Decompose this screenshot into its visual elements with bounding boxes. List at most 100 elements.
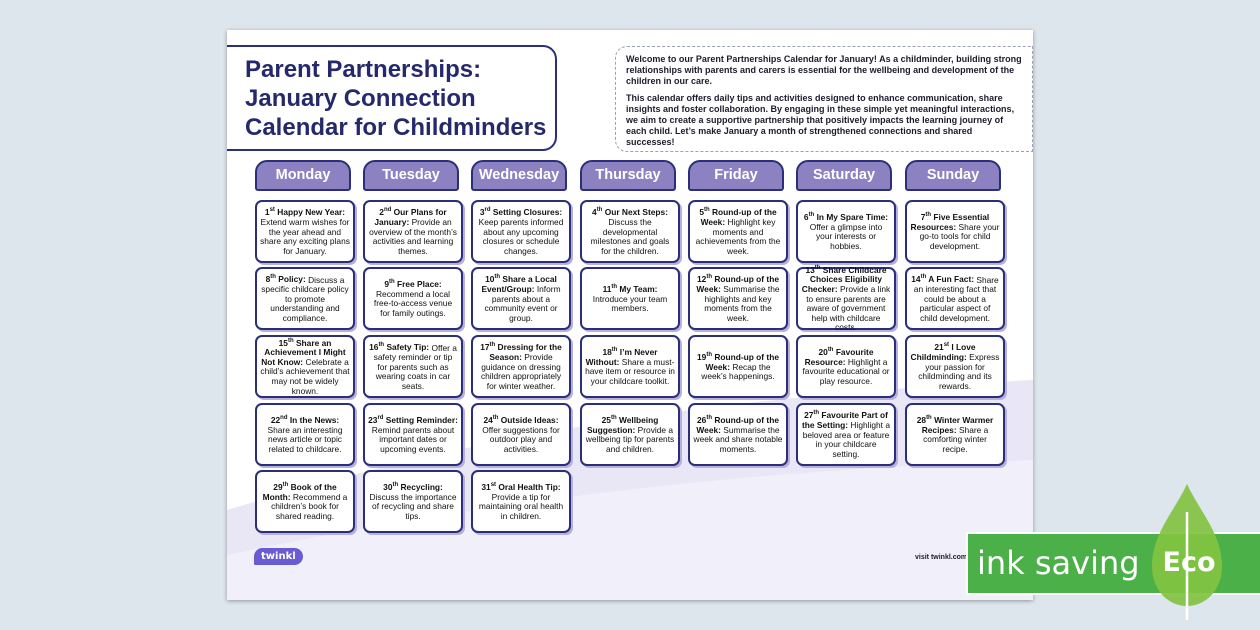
intro-paragraph-2: This calendar offers daily tips and acti… <box>626 92 1015 148</box>
day-number: 20 <box>818 347 828 358</box>
day-cell-24: 24th Outside Ideas: Offer suggestions fo… <box>471 403 571 466</box>
cell-heading: Share an Achievement I Might Not Know: <box>261 337 346 367</box>
cell-heading: Free Place: <box>396 279 442 290</box>
cell-body: Summarise the highlights and key moments… <box>704 284 780 323</box>
cell-heading: I’m Never Without: <box>585 347 658 367</box>
day-cell-10: 10th Share a Local Event/Group: Inform p… <box>471 267 571 330</box>
day-suffix: th <box>704 207 710 214</box>
visit-link[interactable]: visit twinkl.com <box>915 554 968 561</box>
ink-saving-label: ink saving <box>977 544 1140 582</box>
day-number: 10 <box>485 274 495 285</box>
title-line-1: Parent Partnerships: <box>245 56 482 83</box>
day-suffix: th <box>827 347 834 354</box>
day-suffix: th <box>494 274 501 281</box>
cell-body: Remind parents about important dates or … <box>371 424 455 454</box>
day-cell-25: 25th Wellbeing Suggestion: Provide a wel… <box>580 403 680 466</box>
day-cell-13: 13th Share Childcare Choices Eligibility… <box>796 264 896 332</box>
title-box: Parent Partnerships: January Connection … <box>227 45 557 151</box>
day-number: 17 <box>480 342 490 353</box>
day-suffix: th <box>611 347 618 354</box>
day-header-wednesday: Wednesday <box>471 160 567 191</box>
day-suffix: th <box>926 415 932 422</box>
cell-body: Provide guidance on dressing children ap… <box>480 352 562 391</box>
cell-heading: Dressing for the Season: <box>489 342 562 363</box>
day-number: 21 <box>934 342 944 353</box>
day-number: 22 <box>270 415 281 426</box>
day-cell-3: 3rd Setting Closures: Keep parents infor… <box>471 200 571 263</box>
day-number: 13 <box>805 264 815 275</box>
cell-heading: Happy New Year: <box>277 207 346 218</box>
day-cell-16: 16th Safety Tip: Offer a safety reminder… <box>363 335 463 398</box>
day-cell-27: 27th Favourite Part of the Setting: High… <box>796 403 896 466</box>
day-cell-12: 12th Round-up of the Week: Summarise the… <box>688 267 788 330</box>
cell-body: Express your passion for childminding an… <box>918 352 1000 391</box>
day-suffix: th <box>492 415 499 422</box>
day-number: 3 <box>479 207 485 218</box>
day-cell-5: 5th Round-up of the Week: Highlight key … <box>688 200 788 263</box>
cell-heading: Outside Ideas: <box>500 415 559 426</box>
day-number: 5 <box>699 207 704 218</box>
cell-body: Discuss the importance of recycling and … <box>369 491 457 521</box>
day-cell-17: 17th Dressing for the Season: Provide gu… <box>471 335 571 398</box>
cell-body: Extend warm wishes for the year ahead an… <box>260 217 350 256</box>
day-header-friday: Friday <box>688 160 784 191</box>
day-header-sunday: Sunday <box>905 160 1001 191</box>
day-cell-29: 29th Book of the Month: Recommend a chil… <box>255 470 355 533</box>
cell-heading: Our Next Steps: <box>604 207 668 218</box>
day-number: 8 <box>265 274 271 285</box>
day-header-saturday: Saturday <box>796 160 892 191</box>
cell-body: Celebrate a child’s achievement that may… <box>260 356 350 396</box>
day-cell-4: 4th Our Next Steps: Discuss the developm… <box>580 200 680 263</box>
cell-body: Recap the week’s happenings. <box>701 361 775 382</box>
cell-heading: Setting Reminder: <box>385 415 458 426</box>
cell-heading: Oral Health Tip: <box>498 482 561 493</box>
day-cell-30: 30th Recycling: Discuss the importance o… <box>363 470 463 533</box>
cell-heading: Our Plans for January: <box>374 207 447 228</box>
day-cell-8: 8th Policy: Discuss a specific childcare… <box>255 267 355 330</box>
cell-heading: Wellbeing Suggestion: <box>586 415 659 435</box>
cell-heading: Round-up of the Week: <box>696 415 779 435</box>
day-suffix: rd <box>484 207 491 214</box>
intro-box: Welcome to our Parent Partnerships Calen… <box>615 46 1033 152</box>
cell-body: Highlight a beloved area or feature in y… <box>802 420 890 459</box>
cell-body: Provide an overview of the month’s activ… <box>369 217 457 256</box>
title-line-2: January Connection <box>245 85 476 112</box>
day-number: 23 <box>368 415 378 426</box>
day-number: 2 <box>379 207 384 218</box>
day-number: 27 <box>804 410 814 421</box>
title-line-3: Calendar for Childminders <box>245 114 547 141</box>
day-number: 7 <box>920 212 926 223</box>
day-cell-21: 21st I Love Childminding: Express your p… <box>905 335 1005 398</box>
day-number: 26 <box>697 415 707 426</box>
day-cell-31: 31st Oral Health Tip: Provide a tip for … <box>471 470 571 533</box>
day-suffix: th <box>925 212 932 219</box>
day-suffix: th <box>610 415 617 422</box>
day-number: 6 <box>803 212 809 223</box>
cell-body: Discuss a specific childcare policy to p… <box>261 274 349 323</box>
day-number: 24 <box>483 415 493 426</box>
day-number: 25 <box>601 415 611 426</box>
day-cell-15: 15th Share an Achievement I Might Not Kn… <box>255 335 355 398</box>
day-number: 9 <box>384 279 389 290</box>
day-number: 11 <box>602 284 612 294</box>
cell-body: Offer a glimpse into your interests or h… <box>809 221 883 251</box>
day-number: 4 <box>592 207 597 218</box>
day-suffix: th <box>287 337 294 344</box>
cell-heading: Recycling: <box>400 482 443 493</box>
day-suffix: th <box>808 212 815 219</box>
day-cell-1: 1st Happy New Year: Extend warm wishes f… <box>255 200 355 263</box>
cell-body: Share your go-to tools for child develop… <box>919 221 1000 251</box>
cell-body: Share a must-have item or resource in yo… <box>585 356 675 386</box>
day-cell-20: 20th Favourite Resource: Highlight a fav… <box>796 335 896 398</box>
cell-body: Discuss the developmental milestones and… <box>590 217 670 256</box>
twinkl-logo: twinkl <box>254 548 303 565</box>
cell-heading: In the News: <box>289 415 340 426</box>
day-cell-6: 6th In My Spare Time: Offer a glimpse in… <box>796 200 896 263</box>
cell-body: Keep parents informed about any upcoming… <box>478 217 564 256</box>
cell-body: Provide a tip for maintaining oral healt… <box>478 491 564 521</box>
cell-body: Highlight a favourite educational or pla… <box>802 356 890 386</box>
cell-heading: Safety Tip: <box>386 342 430 353</box>
cell-heading: Round-up of the Week: <box>700 207 777 228</box>
cell-body: Provide a wellbeing tip for parents and … <box>585 424 675 454</box>
day-cell-22: 22nd In the News: Share an interesting n… <box>255 403 355 466</box>
